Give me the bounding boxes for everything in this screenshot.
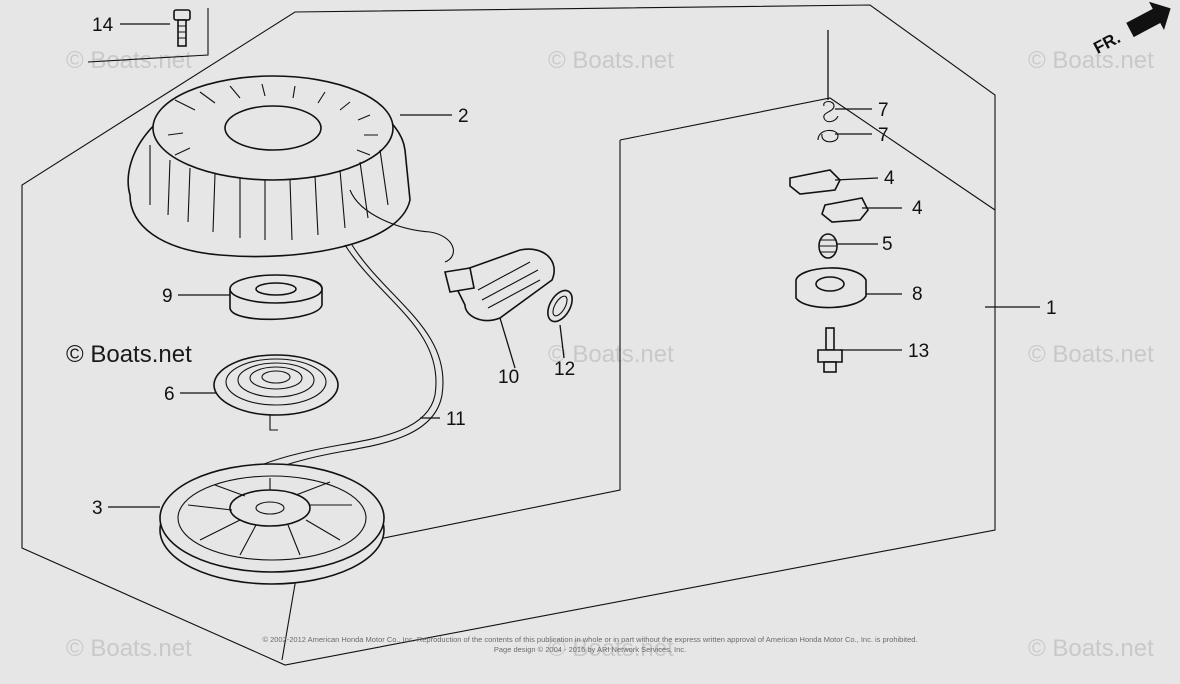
leader-lines (108, 23, 1040, 508)
watermark: © Boats.net (1028, 635, 1154, 662)
bolt-part-13 (817, 327, 843, 373)
watermark: © Boats.net (1028, 341, 1154, 368)
callout-8: 8 (912, 284, 923, 305)
handle-part-10 (444, 248, 555, 322)
callout-10: 10 (498, 367, 519, 388)
callout-3: 3 (92, 498, 103, 519)
reel-part-3 (159, 463, 385, 585)
ratchet-part-4-upper (789, 169, 841, 195)
rope-part-11-edge (257, 244, 444, 477)
spring-case-part-9 (229, 274, 323, 321)
watermark: © Boats.net (548, 341, 674, 368)
watermark: © Boats.net (548, 635, 674, 662)
copyright-line-2: Page design © 2004 - 2016 by ARI Network… (494, 645, 686, 654)
recoil-cover-part-2 (127, 75, 411, 258)
assembly-inner-outline (281, 97, 996, 661)
ratchet-part-4-lower (821, 197, 869, 223)
callout-14: 14 (92, 15, 114, 36)
callout-7: 7 (878, 125, 889, 146)
callout-11: 11 (446, 409, 466, 430)
bolt-part-14 (173, 9, 191, 47)
rope-part-11 (249, 244, 437, 471)
watermark-dark: © Boats.net (66, 341, 192, 368)
callout-7: 7 (878, 100, 889, 121)
spring-part-7-upper (823, 100, 839, 123)
watermark-layer: © Boats.net © Boats.net © Boats.net © Bo… (66, 47, 1154, 662)
callout-12: 12 (554, 359, 575, 380)
callout-9: 9 (162, 286, 173, 307)
callout-6: 6 (164, 384, 175, 405)
guide-part-8 (795, 267, 867, 309)
rope-upper (349, 189, 454, 263)
recoil-spring-part-6 (213, 354, 339, 431)
watermark: © Boats.net (548, 47, 674, 74)
callout-layer: 1 2 3 4 4 5 6 7 7 8 9 10 11 12 13 14 (92, 15, 1057, 519)
spring-part-5 (818, 233, 838, 259)
callout-5: 5 (882, 234, 893, 255)
handle-insert-part-12 (547, 289, 573, 323)
handle-insert-hole (552, 295, 568, 317)
callout-4: 4 (884, 168, 895, 189)
callout-13: 13 (908, 341, 929, 362)
callout-4: 4 (912, 198, 923, 219)
callout-1: 1 (1046, 298, 1057, 319)
bolt-box-outline (87, 8, 209, 63)
copyright-line-1: © 2002-2012 American Honda Motor Co., In… (262, 635, 917, 644)
watermark: © Boats.net (66, 635, 192, 662)
watermark: © Boats.net (66, 47, 192, 74)
spring-part-7-lower (817, 129, 839, 143)
watermark: © Boats.net (1028, 47, 1154, 74)
assembly-outline (21, 4, 996, 666)
callout-2: 2 (458, 106, 469, 127)
